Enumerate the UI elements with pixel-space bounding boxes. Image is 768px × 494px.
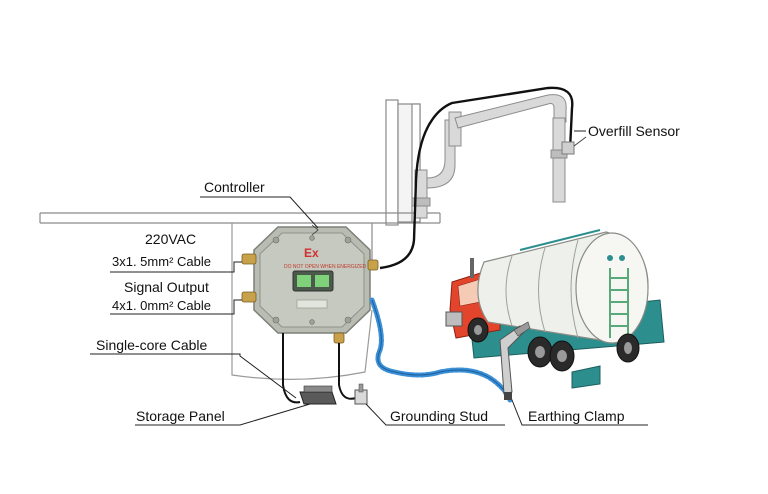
tanker-truck <box>445 229 665 389</box>
label-signal-output: Signal Output <box>124 279 209 295</box>
grounding-stud <box>354 383 368 405</box>
side-gland <box>367 259 379 271</box>
signal-gland <box>241 291 257 303</box>
panel-caption: DO NOT OPEN WHEN ENERGIZED <box>284 264 367 270</box>
label-grounding-stud: Grounding Stud <box>390 408 488 424</box>
label-power-cable: 3x1. 5mm² Cable <box>112 254 211 269</box>
ex-mark: Ex <box>304 246 319 260</box>
power-gland <box>241 253 257 265</box>
nameplate <box>296 299 328 309</box>
label-signal-cable: 4x1. 0mm² Cable <box>112 298 211 313</box>
label-controller: Controller <box>204 179 265 195</box>
grounding-cable-line <box>338 343 357 400</box>
status-indicator-left <box>297 275 311 287</box>
loading-arm <box>411 94 568 219</box>
leader-lines <box>90 130 648 426</box>
controller-box: Ex DO NOT OPEN WHEN ENERGIZED <box>241 224 379 344</box>
overfill-sensor-cable <box>379 86 574 270</box>
bottom-gland <box>333 332 345 344</box>
label-single-core-cable: Single-core Cable <box>96 337 207 353</box>
label-earthing-clamp: Earthing Clamp <box>528 408 625 424</box>
tank-ladder <box>609 268 629 338</box>
storage-panel <box>299 385 337 405</box>
tank-barrel <box>477 229 649 344</box>
status-indicator-right <box>315 275 329 287</box>
label-storage-panel: Storage Panel <box>136 408 225 424</box>
label-power-voltage: 220VAC <box>145 231 196 247</box>
label-overfill-sensor: Overfill Sensor <box>588 123 680 139</box>
single-core-cable-line <box>282 333 301 404</box>
earthing-clamp <box>499 321 531 400</box>
overfill-sensor <box>561 136 587 155</box>
